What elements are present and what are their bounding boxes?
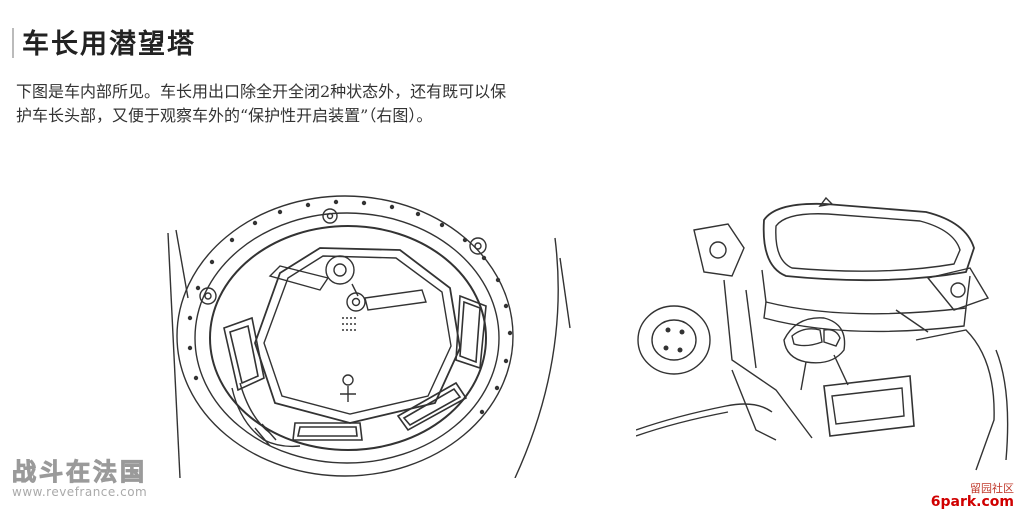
description-line-1: 下图是车内部所见。车长用出口除全开全闭2种状态外，还有既可以保 xyxy=(16,82,507,101)
watermark-label: 留园社区 xyxy=(970,482,1014,495)
description-line-2: 护车长头部，又便于观察车外的“保护性开启装置”（右图）。 xyxy=(16,106,433,125)
site-watermark-right: 留园社区 6park.com xyxy=(931,480,1014,510)
site-watermark-left: 战斗在法国 www.revefrance.com xyxy=(12,452,152,500)
watermark-url: www.revefrance.com xyxy=(12,485,148,499)
hatch-interior-illustration xyxy=(167,195,571,478)
watermark-name: 战斗在法国 xyxy=(12,458,147,487)
title-decoration xyxy=(12,28,20,58)
description-paragraph: 下图是车内部所见。车长用出口除全开全闭2种状态外，还有既可以保 护车长头部，又便… xyxy=(16,80,606,128)
watermark-site: 6park.com xyxy=(930,494,1014,510)
page-title: 车长用潜望塔 xyxy=(22,29,196,60)
protective-open-illustration xyxy=(636,196,1009,471)
